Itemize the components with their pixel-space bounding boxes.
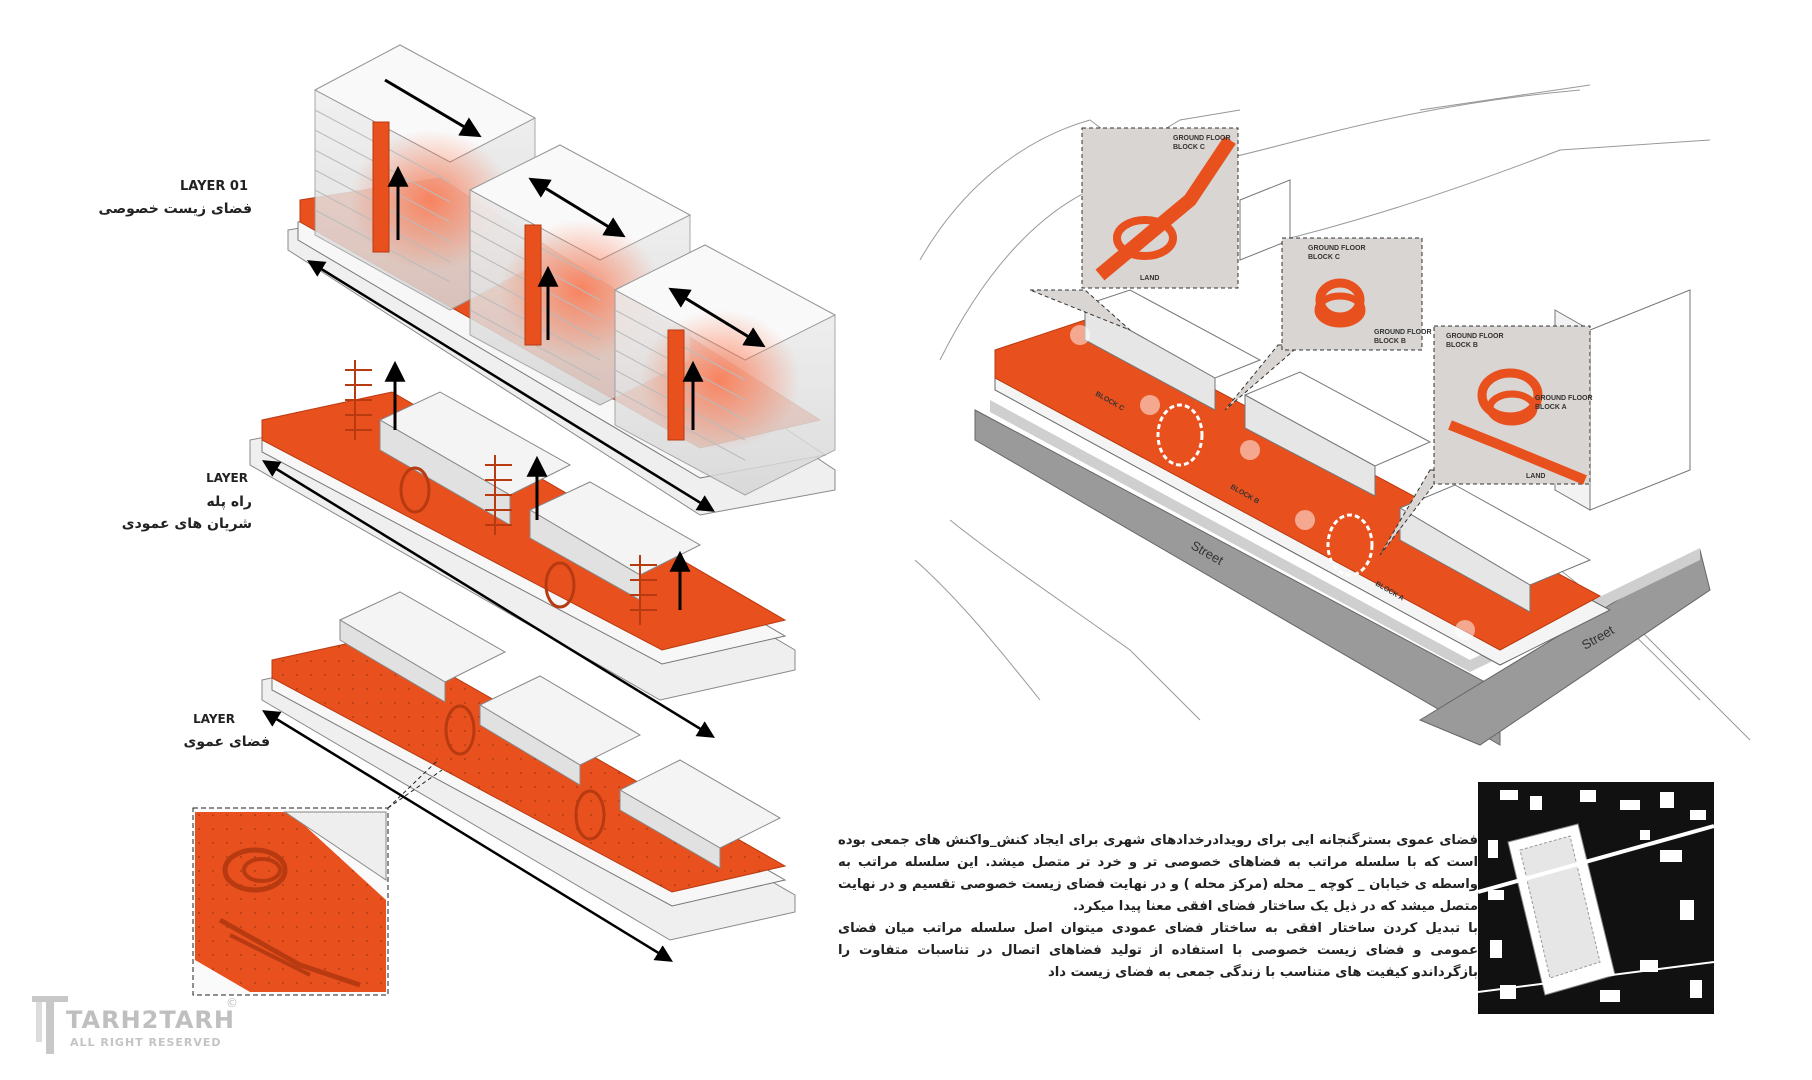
description-paragraph-1: فضای عموی بسترگنجانه ایی برای رویدادرخدا… [838, 833, 1478, 914]
watermark-name: TARH2TARH [66, 1006, 235, 1034]
layer-02-axonometric: LAYER راه پله شریان های عمودی [122, 360, 796, 738]
c1-label-top2: BLOCK C [1173, 144, 1205, 151]
layer-03-axonometric: LAYER فضای عموی [184, 591, 796, 962]
c3-label-mid: GROUND FLOOR [1535, 395, 1593, 402]
c3-label-top2: BLOCK B [1446, 342, 1478, 349]
layer-01-title: LAYER 01 [180, 179, 248, 194]
description-paragraph-2: با تبدیل کردن ساختار افقی به ساختار فضای… [838, 921, 1478, 980]
c3-label-mid2: BLOCK A [1535, 404, 1567, 411]
layer-03-title: LAYER [193, 712, 235, 726]
c1-label-bottom: LAND [1140, 275, 1159, 282]
c2-label-bottom2: BLOCK B [1374, 338, 1406, 345]
layer-01-subtitle: فضای زیست خصوصی [98, 201, 252, 217]
c2-label-top: GROUND FLOOR [1308, 245, 1366, 252]
description-text: فضای عموی بسترگنجانه ایی برای رویدادرخدا… [838, 830, 1478, 984]
layer-02-title: LAYER [206, 471, 248, 485]
watermark-copyright: © [226, 996, 238, 1010]
watermark-logo-icon [32, 996, 68, 1054]
callout-ground-floor-block-c: GROUND FLOOR BLOCK C LAND [1029, 127, 1239, 331]
watermark-sub: ALL RIGHT RESERVED [70, 1036, 222, 1049]
layer-02-line2: شریان های عمودی [122, 516, 252, 532]
c2-label-top2: BLOCK C [1308, 254, 1340, 261]
c2-label-bottom: GROUND FLOOR [1374, 329, 1432, 336]
stair-core-1 [345, 360, 372, 440]
street-2 [1418, 549, 1711, 746]
street-1 [974, 409, 1501, 746]
watermark: TARH2TARH ALL RIGHT RESERVED © [30, 990, 240, 1060]
callout-ground-floor-block-b: GROUND FLOOR BLOCK C GROUND FLOOR BLOCK … [1224, 237, 1432, 411]
c3-label-top: GROUND FLOOR [1446, 333, 1504, 340]
layer-01-axonometric: LAYER 01 فضای زیست خصوصی [98, 44, 837, 516]
figure-ground-map [1477, 782, 1715, 1014]
layer-03-subtitle: فضای عموی [184, 734, 270, 750]
callout-ground-floor-block-a: GROUND FLOOR BLOCK B GROUND FLOOR BLOCK … [1379, 325, 1593, 556]
c1-label-top: GROUND FLOOR [1173, 135, 1231, 142]
site-axonometric: BLOCK C BLOCK B BLOCK A Street Street [914, 84, 1751, 746]
c3-label-bottom: LAND [1526, 473, 1545, 480]
layer-02-line1: راه پله [207, 494, 252, 510]
zoom-detail-box [192, 759, 443, 996]
